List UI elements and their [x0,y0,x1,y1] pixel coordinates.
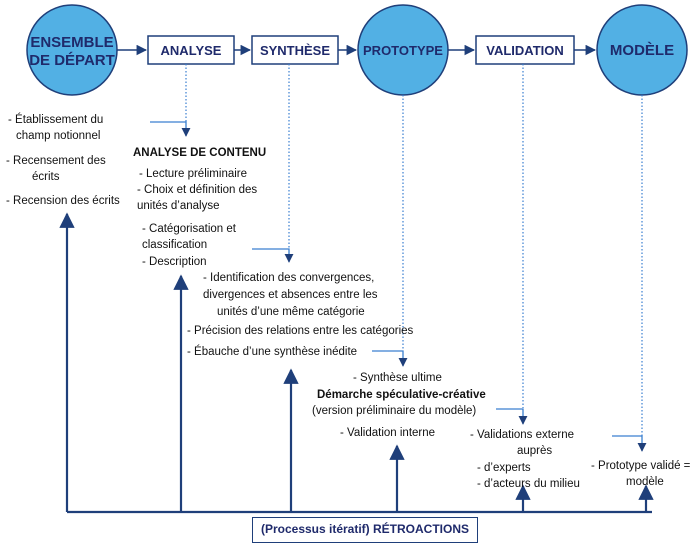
synthese-note-2: divergences et absences entre les [203,289,378,301]
prototype-note-3: (version préliminaire du modèle) [312,405,477,417]
stage-synthese-label: SYNTHÈSE [260,43,330,58]
analyse-note-1: - Lecture préliminaire [139,168,248,180]
analyse-note-2: - Choix et définition des [137,184,258,196]
elbow-arrow-validation [496,408,528,425]
elbow-arrow-prototype [372,350,408,367]
stage-ensemble-label-2: DE DÉPART [29,52,115,69]
synthese-note-5: - Ébauche d’une synthèse inédite [187,346,358,358]
elbow-arrow-analyse [150,121,191,137]
elbow-arrow-synthese [252,248,294,263]
ensemble-note-3: - Recensement des [6,155,106,167]
prototype-note-1: - Synthèse ultime [353,372,442,384]
modele-note-1: - Prototype validé = [591,460,691,472]
validation-note-1: - Validations externe [470,429,574,441]
stage-analyse-box [147,35,235,65]
stage-validation-label: VALIDATION [486,43,564,58]
synthese-note-1: - Identification des convergences, [203,272,375,284]
feedback-label: (Processus itératif) RÉTROACTIONS [252,517,478,543]
ensemble-note-4: écrits [32,171,60,183]
prototype-note-2: Démarche spéculative-créative [317,389,486,401]
validation-note-2: auprès [517,445,553,457]
stage-ensemble-label-1: ENSEMBLE [30,34,113,51]
analyse-content-title: ANALYSE DE CONTENU [133,147,267,159]
stage-prototype-label: PROTOTYPE [363,43,443,58]
ensemble-note-2: champ notionnel [16,130,101,142]
ensemble-note-1: - Établissement du [8,114,104,126]
stage-modele-label: MODÈLE [610,42,674,59]
modele-note-2: modèle [626,476,664,488]
analyse-note-5: classification [142,239,208,251]
analyse-note-4: - Catégorisation et [142,223,236,235]
stage-synthese-box [251,35,339,65]
analyse-note-3: unités d’analyse [137,200,220,212]
ensemble-note-5: - Recension des écrits [6,195,120,207]
analyse-note-6: - Description [142,256,207,268]
stage-analyse-label: ANALYSE [161,43,222,58]
synthese-note-4: - Précision des relations entre les caté… [187,325,414,337]
validation-note-4: - d’acteurs du milieu [477,478,580,490]
validation-note-3: - d’experts [477,462,531,474]
elbow-arrow-modele [612,435,647,452]
prototype-note-4: - Validation interne [340,427,436,439]
synthese-note-3: unités d’une même catégorie [217,306,365,318]
